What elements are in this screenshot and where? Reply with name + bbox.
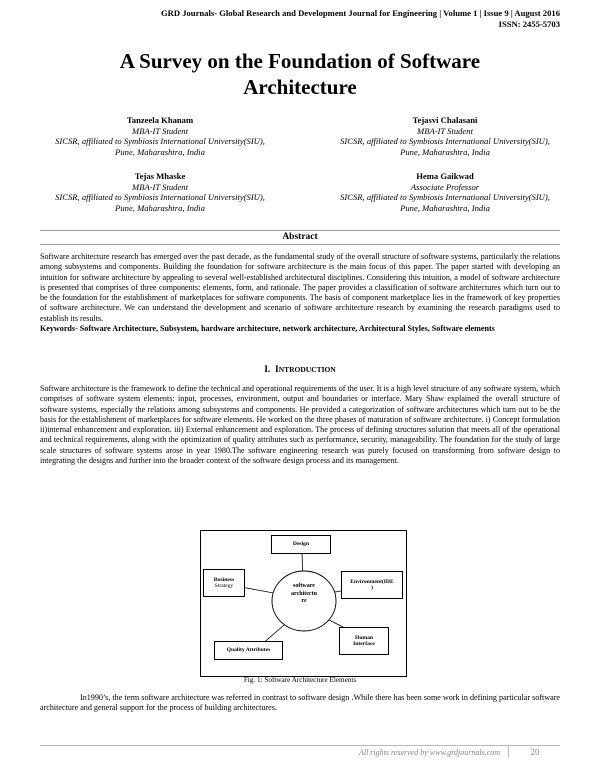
keywords: Keywords- Software Architecture, Subsyst… [40,324,495,334]
abstract-body: Software architecture research has emerg… [40,252,560,334]
interface-label: Interface [353,641,375,647]
center-circle [271,570,337,632]
paper-title: A Survey on the Foundation of Software A… [40,48,560,100]
author-role: MBA-IT Student [132,125,188,136]
author-1: Tanzeela Khanam MBA-IT Student SICSR, af… [10,115,310,157]
center-label-2: architectu [291,590,317,597]
author-affiliation: SICSR, affiliated to Symbiosis Internati… [55,192,265,203]
human-interface-box: Human Interface [339,627,389,655]
business-strategy-box: Business Strategy [203,569,245,597]
intro-paragraph-1: Software architecture is the framework t… [40,384,560,466]
architecture-figure: Design Business Strategy Environment(IDE… [200,530,407,677]
title-line-2: Architecture [243,75,357,99]
author-role: MBA-IT Student [417,125,473,136]
author-3: Tejas Mhaske MBA-IT Student SICSR, affil… [10,171,310,213]
author-name: Hema Gaikwad [416,171,474,181]
journal-header: GRD Journals- Global Research and Develo… [40,8,560,29]
section-heading: I. INTRODUCTION [40,364,560,376]
environment-label: Environment(IDE [350,578,394,585]
business-label: Business [213,576,235,583]
author-role: Associate Professor [410,181,480,192]
author-name: Tejasvi Chalasani [412,115,478,125]
author-city: Pune, Maharashtra, India [115,146,205,157]
footer-rights: All rights reserved by www.grdjournals.c… [358,748,500,757]
author-2: Tejasvi Chalasani MBA-IT Student SICSR, … [295,115,595,157]
title-line-1: A Survey on the Foundation of Software [119,49,481,73]
center-label-1: software [293,583,315,589]
design-label: Design [292,541,310,548]
author-affiliation: SICSR, affiliated to Symbiosis Internati… [55,136,265,147]
human-label: Human [354,634,374,641]
design-box: Design [271,535,331,554]
issn: ISSN: 2455-5703 [498,18,560,29]
author-city: Pune, Maharashtra, India [400,202,490,213]
quality-label: Quality Attributes [226,647,271,654]
page-number: 20 [508,746,561,758]
strategy-label: Strategy [214,583,234,589]
abstract-heading: Abstract [40,230,560,245]
author-4: Hema Gaikwad Associate Professor SICSR, … [295,171,595,213]
author-role: MBA-IT Student [132,181,188,192]
author-affiliation: SICSR, affiliated to Symbiosis Internati… [340,136,550,147]
section-number: I. [264,365,271,375]
quality-attributes-box: Quality Attributes [214,641,283,660]
footer-divider [40,745,560,746]
environment-label-end: ) [371,585,373,591]
intro-paragraph-2: In1990’s, the term software architecture… [40,693,560,713]
section-title-rest: NTRODUCTION [278,365,336,374]
author-name: Tejas Mhaske [134,171,186,181]
author-name: Tanzeela Khanam [126,115,194,125]
abstract-text: Software architecture research has emerg… [40,252,560,323]
author-affiliation: SICSR, affiliated to Symbiosis Internati… [340,192,550,203]
author-city: Pune, Maharashtra, India [115,202,205,213]
section-title-initial: I [275,365,279,375]
center-label-3: re [301,598,307,604]
center-label: software architectu re [279,583,329,606]
journal-line: GRD Journals- Global Research and Develo… [160,8,560,18]
environment-box: Environment(IDE ) [341,571,403,599]
author-city: Pune, Maharashtra, India [400,146,490,157]
figure-caption: Fig. 1: Software Architecture Elements [243,676,357,684]
